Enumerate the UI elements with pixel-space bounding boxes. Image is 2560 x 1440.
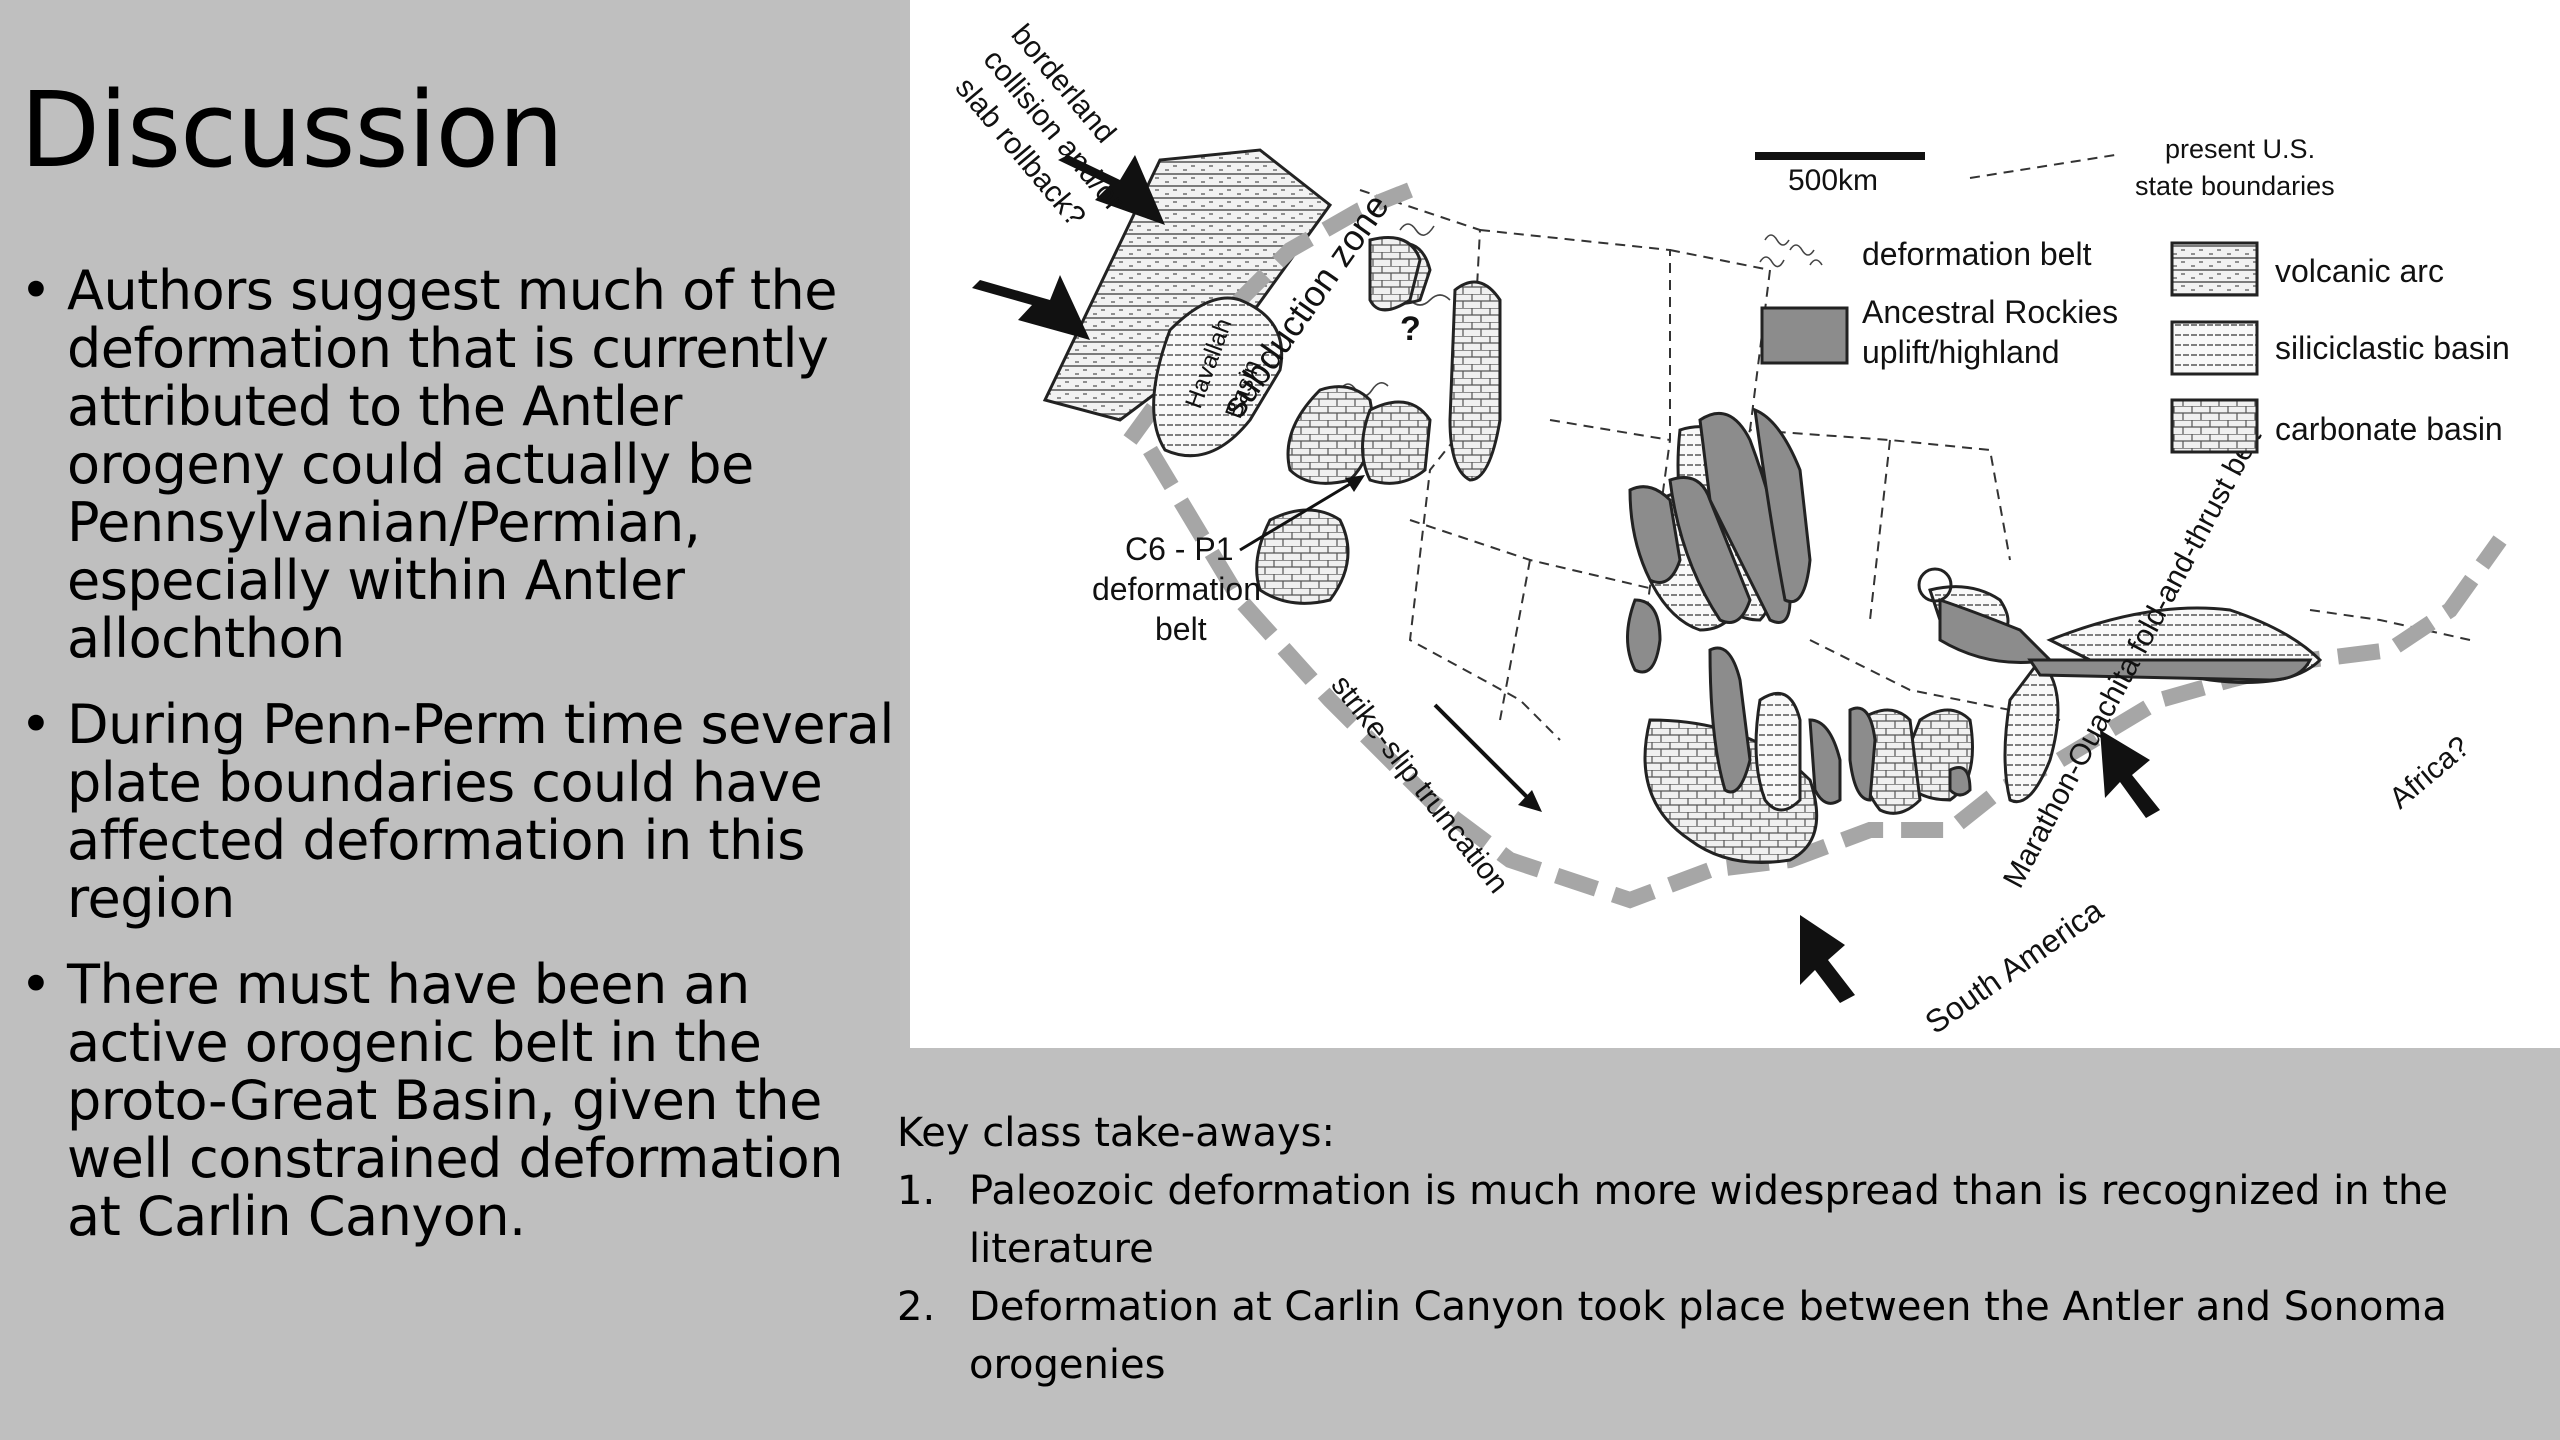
state-boundaries	[1359, 189, 2471, 741]
bullet-item: • There must have been an active orogeni…	[20, 956, 900, 1246]
bullet-item: • During Penn-Perm time several plate bo…	[20, 696, 900, 928]
legend-uplift-highland: uplift/highland	[1862, 334, 2059, 370]
bullet-text: There must have been an active orogenic …	[67, 953, 843, 1248]
scale-label: 500km	[1788, 164, 1878, 197]
paleogeographic-map-figure: borderland collision and/or slab rollbac…	[910, 0, 2560, 1048]
takeaways-heading: Key class take-aways:	[897, 1110, 1335, 1156]
takeaway-text: Paleozoic deformation is much more wides…	[969, 1168, 2448, 1272]
scale-bar	[1755, 152, 1925, 160]
map-legend: 500km present U.S. state boundaries defo…	[1755, 134, 2510, 454]
takeaway-number: 2.	[897, 1284, 936, 1330]
takeaway-number: 1.	[897, 1168, 936, 1214]
volcanic-arc-slab	[1042, 148, 1333, 422]
legend-volcanic-swatch	[2170, 241, 2259, 297]
western-margin-belt	[1143, 445, 2507, 909]
bullet-list: • Authors suggest much of the deformatio…	[20, 262, 900, 1274]
label-c6p1: C6 - P1	[1125, 531, 1233, 567]
legend-siliciclastic-basin: siliciclastic basin	[2275, 330, 2510, 366]
map-svg: borderland collision and/or slab rollbac…	[949, 18, 2510, 1041]
state-boundary-legend-line	[1969, 154, 2116, 179]
bullet-dot: •	[20, 259, 52, 322]
label-south-america: South America	[1918, 892, 2109, 1041]
label-strike-slip: strike-slip truncation	[1324, 669, 1514, 900]
takeaway-item: 2. Deformation at Carlin Canyon took pla…	[897, 1278, 2537, 1394]
ancestral-rockies-uplifts	[1626, 407, 2313, 805]
label-question: ?	[1400, 310, 1421, 348]
bullet-dot: •	[20, 953, 52, 1016]
legend-ancestral-rockies: Ancestral Rockies	[1862, 294, 2118, 330]
strike-slip-arrow	[1433, 703, 1532, 802]
bullet-dot: •	[20, 693, 52, 756]
legend-carbonate-swatch	[2170, 398, 2259, 454]
legend-carbonate-basin: carbonate basin	[2275, 411, 2503, 447]
c6p1-pointer-arrow	[1239, 476, 1361, 552]
small-uplift-circle	[1917, 567, 1953, 603]
takeaways-list: 1. Paleozoic deformation is much more wi…	[897, 1162, 2537, 1394]
label-c6p1-belt: belt	[1155, 611, 1207, 647]
legend-deformation-belt-swatch	[1759, 234, 1823, 268]
havallah-basin	[1152, 296, 1284, 458]
label-africa: Africa?	[2383, 730, 2476, 815]
bullet-text: During Penn-Perm time several plate boun…	[67, 693, 894, 930]
takeaway-item: 1. Paleozoic deformation is much more wi…	[897, 1162, 2537, 1278]
takeaway-text: Deformation at Carlin Canyon took place …	[969, 1284, 2447, 1388]
key-takeaways: Key class take-aways: 1. Paleozoic defor…	[897, 1104, 2537, 1394]
legend-siliciclastic-swatch	[2170, 320, 2259, 376]
bullet-text: Authors suggest much of the deformation …	[67, 259, 837, 670]
bullet-item: • Authors suggest much of the deformatio…	[20, 262, 900, 668]
legend-deformation-belt: deformation belt	[1862, 236, 2092, 272]
strike-slip-arrowhead	[1518, 790, 1542, 812]
label-c6p1-deformation: deformation	[1092, 571, 1261, 607]
legend-state-boundaries-2: state boundaries	[2135, 171, 2335, 201]
legend-state-boundaries-1: present U.S.	[2165, 134, 2315, 164]
slide-title: Discussion	[20, 69, 564, 191]
c6p1-pointer-head	[1345, 475, 1365, 492]
legend-volcanic-arc: volcanic arc	[2275, 253, 2444, 289]
convergence-arrows	[972, 155, 2160, 1003]
legend-uplift-swatch	[1760, 306, 1849, 365]
